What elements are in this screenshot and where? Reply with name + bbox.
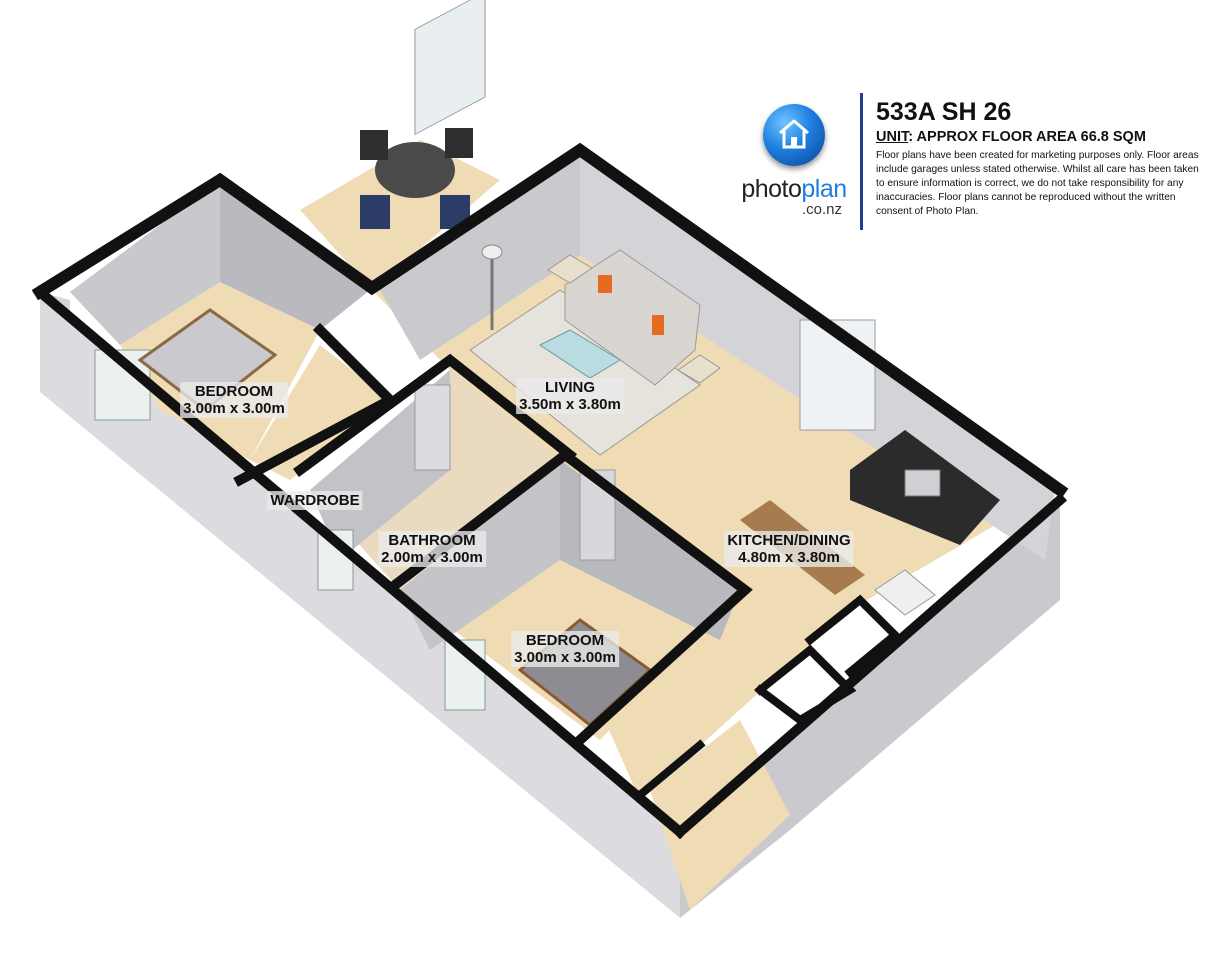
- bedroom1-back-wall: [70, 180, 220, 345]
- logo-word-dark: photo: [741, 175, 802, 203]
- patio-table: [375, 142, 455, 198]
- patio-chair: [360, 195, 390, 229]
- floor-area-line: UNIT: APPROX FLOOR AREA 66.8 SQM: [876, 128, 1206, 146]
- header-divider: [860, 93, 863, 230]
- sofa-cushion: [652, 315, 664, 335]
- room-name: KITCHEN/DINING: [727, 532, 851, 549]
- room-name: LIVING: [544, 379, 595, 396]
- sofa-cushion: [598, 275, 612, 293]
- fridge: [874, 569, 936, 616]
- logo-word-blue: plan: [801, 175, 847, 203]
- room-size: 3.00m x 3.00m: [514, 649, 616, 666]
- exterior-wall-front: [40, 292, 680, 918]
- bedroom1-side-wall: [220, 180, 370, 330]
- lamp-shade: [481, 244, 503, 260]
- room-size: 3.50m x 3.80m: [519, 396, 621, 413]
- patio-chair: [360, 130, 388, 160]
- living-sliding-door: [414, 0, 486, 136]
- kitchen-dining-label: KITCHEN/DINING 4.80m x 3.80m: [724, 531, 854, 567]
- floor-area-text: : APPROX FLOOR AREA 66.8 SQM: [908, 129, 1146, 145]
- house-icon: [763, 104, 825, 166]
- disclaimer-text: Floor plans have been created for market…: [876, 150, 1199, 217]
- side-table: [677, 354, 721, 384]
- living-back-wall: [380, 155, 580, 360]
- room-size: 2.00m x 3.00m: [381, 549, 483, 566]
- room-name: BEDROOM: [525, 632, 605, 649]
- room-size: 4.80m x 3.80m: [738, 549, 840, 566]
- kitchen-sink: [904, 469, 941, 497]
- patio-chair: [445, 128, 473, 158]
- property-title: 533A SH 26: [876, 98, 1012, 126]
- side-table: [547, 254, 593, 284]
- bathroom-label: BATHROOM 2.00m x 3.00m: [378, 531, 486, 567]
- wardrobe-floor: [250, 345, 390, 480]
- logo-wordmark: photoplan: [738, 176, 850, 202]
- bedroom2-label: BEDROOM 3.00m x 3.00m: [511, 631, 619, 667]
- room-name: WARDROBE: [270, 492, 360, 509]
- photoplan-logo: photoplan .co.nz: [738, 104, 850, 217]
- bath-door: [414, 384, 451, 471]
- header-info: 533A SH 26 UNIT: APPROX FLOOR AREA 66.8 …: [876, 98, 1206, 219]
- room-size: 3.00m x 3.00m: [183, 400, 285, 417]
- wardrobe-label: WARDROBE: [267, 491, 363, 510]
- bedroom1-label: BEDROOM 3.00m x 3.00m: [180, 382, 288, 418]
- room-name: BATHROOM: [388, 532, 476, 549]
- logo-domain: .co.nz: [801, 201, 842, 218]
- wall-tops: [31, 142, 1069, 840]
- unit-label: UNIT: [876, 129, 909, 145]
- room-name: BEDROOM: [194, 383, 274, 400]
- living-label: LIVING 3.50m x 3.80m: [516, 378, 624, 414]
